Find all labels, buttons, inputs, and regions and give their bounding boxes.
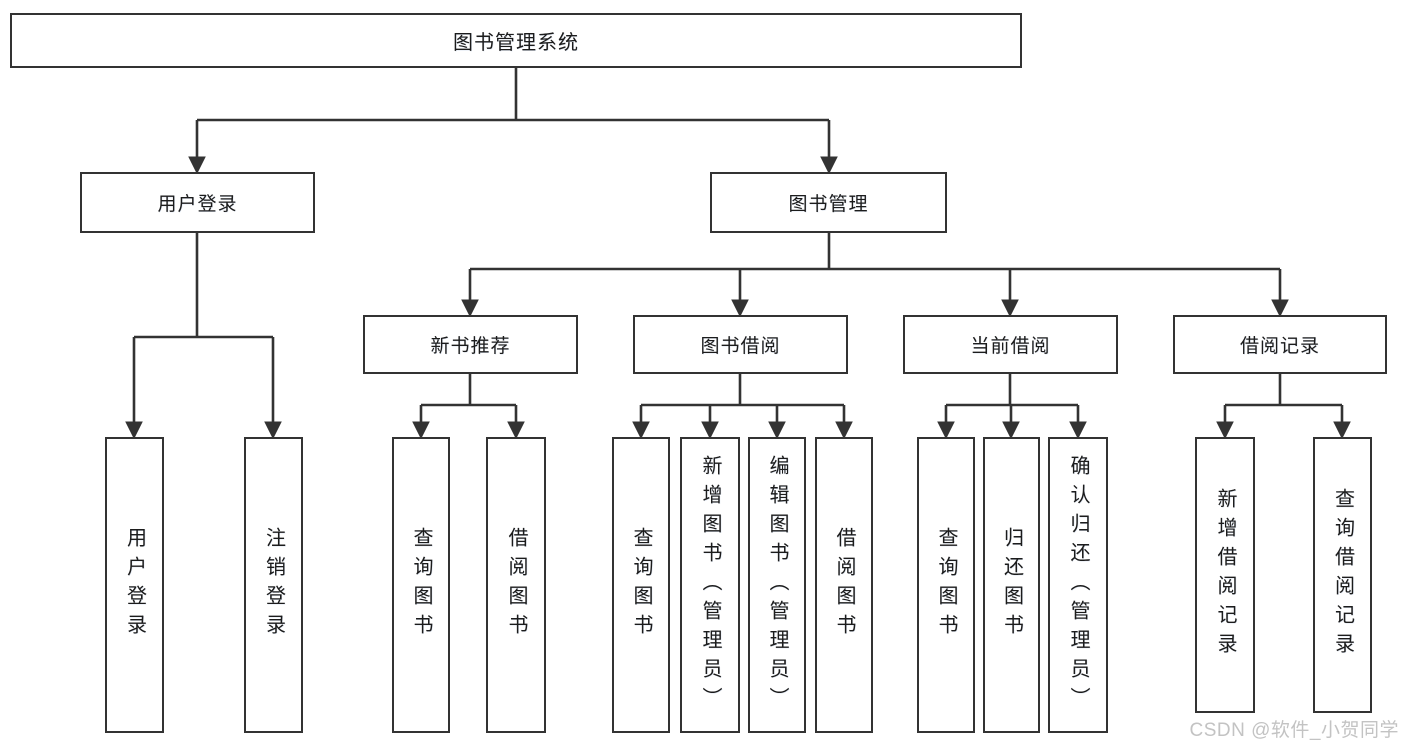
leaf-borrow-books-recommend: 借阅图书 [486, 437, 546, 733]
csdn-watermark: CSDN @软件_小贺同学 [1189, 720, 1399, 741]
leaf-add-borrow-record: 新增借阅记录 [1195, 437, 1255, 713]
leaf-query-books-current: 查询图书 [917, 437, 975, 733]
leaf-borrow-books: 借阅图书 [815, 437, 873, 733]
leaf-return-books: 归还图书 [983, 437, 1040, 733]
leaf-query-borrow-record: 查询借阅记录 [1313, 437, 1372, 713]
node-book-management-module: 图书管理 [710, 172, 947, 233]
node-new-book-recommend: 新书推荐 [363, 315, 578, 374]
leaf-query-books-recommend: 查询图书 [392, 437, 450, 733]
leaf-edit-books-admin: 编辑图书（管理员） [748, 437, 806, 733]
leaf-query-books-borrow: 查询图书 [612, 437, 670, 733]
node-book-borrow: 图书借阅 [633, 315, 848, 374]
node-borrow-records: 借阅记录 [1173, 315, 1387, 374]
arrowheads [125, 156, 1351, 440]
leaf-logout: 注销登录 [244, 437, 303, 733]
node-root-system: 图书管理系统 [10, 13, 1022, 68]
leaf-add-books-admin: 新增图书（管理员） [680, 437, 740, 733]
leaf-confirm-return-admin: 确认归还（管理员） [1048, 437, 1108, 733]
node-user-login-module: 用户登录 [80, 172, 315, 233]
node-current-borrow: 当前借阅 [903, 315, 1118, 374]
leaf-user-login: 用户登录 [105, 437, 164, 733]
